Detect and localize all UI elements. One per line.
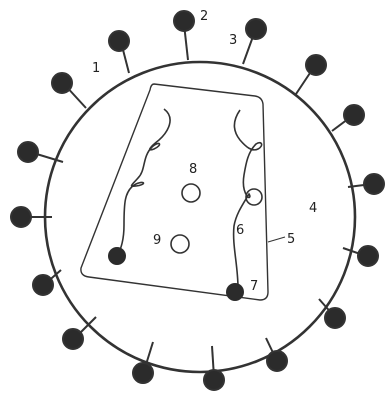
leader-line-5 [268, 237, 285, 242]
nucleic-acid-strand-right [234, 110, 262, 288]
inner-core [81, 84, 268, 300]
label-8: 8 [189, 162, 197, 177]
label-7: 7 [250, 279, 258, 294]
spike [52, 73, 86, 108]
label-9: 9 [153, 233, 161, 248]
spike [33, 270, 61, 295]
label-4: 4 [309, 201, 317, 216]
nucleic-acid-strand-left [118, 109, 170, 255]
spike [243, 19, 266, 64]
viral-envelope [45, 62, 355, 372]
spike [109, 31, 129, 73]
spike [266, 338, 287, 371]
polymerase-right [226, 283, 244, 301]
spike [332, 105, 364, 131]
spike [296, 55, 326, 94]
spike [204, 346, 224, 390]
spike [63, 317, 96, 349]
spike [174, 11, 194, 60]
polymerase-left [108, 247, 126, 265]
label-2: 2 [200, 9, 208, 24]
label-6: 6 [236, 223, 244, 238]
label-5: 5 [287, 232, 295, 247]
core-particle-9 [171, 235, 189, 253]
surface-spikes [11, 11, 384, 390]
core-particle-8 [182, 184, 200, 202]
label-1: 1 [92, 61, 100, 76]
spike [18, 142, 63, 162]
label-3: 3 [229, 33, 237, 48]
